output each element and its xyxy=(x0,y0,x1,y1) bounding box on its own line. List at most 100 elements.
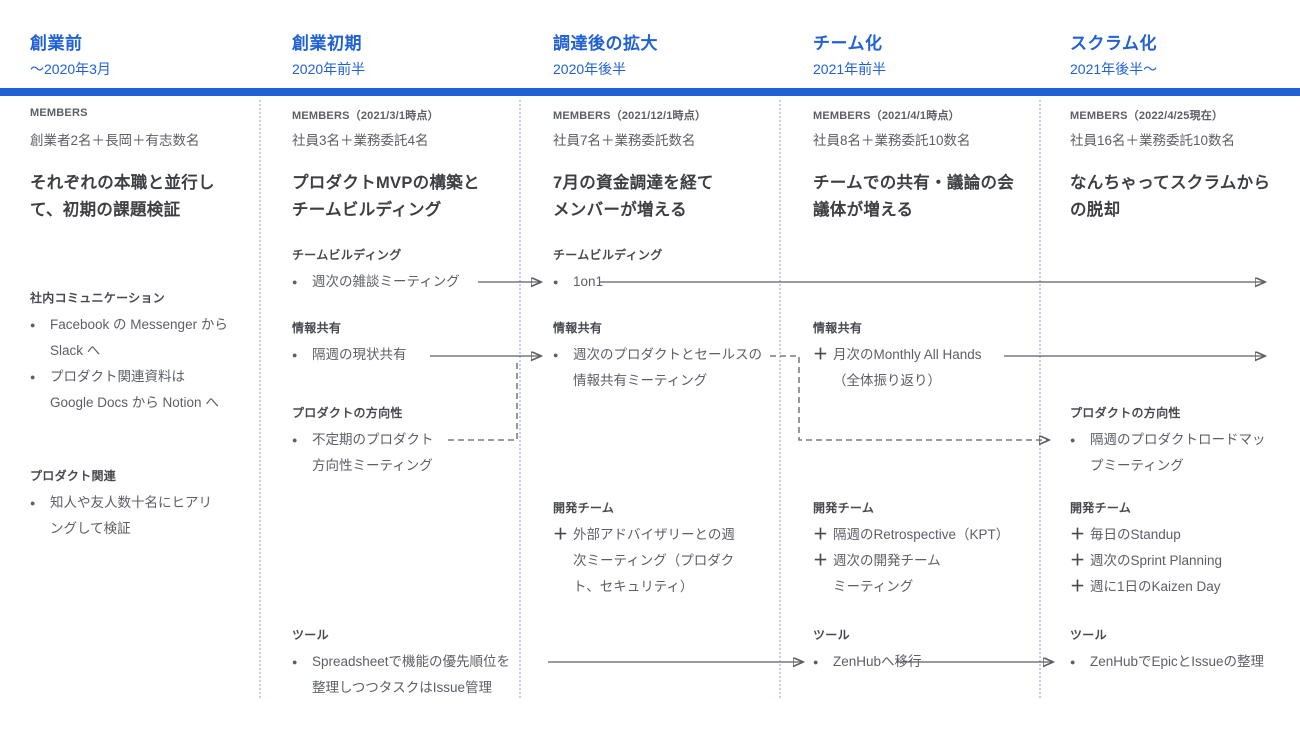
plus-icon: ＋ xyxy=(1070,526,1086,543)
section-communication: 社内コミュニケーション●Facebook の Messenger から Slac… xyxy=(30,290,280,416)
list-item: ● 隔週のプロダクトロードマッ プミーティング xyxy=(1070,427,1300,479)
phase-period: 2021年後半〜 xyxy=(1070,61,1158,77)
bullet-icon: ● xyxy=(292,657,298,667)
item-text: ZenHubへ移行 xyxy=(833,654,922,669)
section-dev-team: 開発チーム ＋ 隔週のRetrospective（KPT） ＋週次の開発チーム ミーテ… xyxy=(813,500,1063,600)
section-dev-team: 開発チーム ＋外部アドバイザリーとの週 次ミーティング（プロダク ト、セキュリティ… xyxy=(553,500,803,600)
bullet-icon: ● xyxy=(30,498,36,508)
phase-column: スクラム化 2021年後半〜 MEMBERS（2022/4/25現在） 社員16名＋業… xyxy=(1070,0,1300,731)
members-value: 社員16名＋業務委託10数名 xyxy=(1070,133,1236,148)
column-divider xyxy=(519,100,521,698)
plus-icon: ＋ xyxy=(813,552,829,569)
section-product-direction: プロダクトの方向性 ●不定期のプロダクト 方向性ミーティング xyxy=(292,405,542,479)
phase-title: スクラム化 xyxy=(1070,34,1157,53)
list-item: ＋週次の開発チーム ミーティング xyxy=(813,548,1063,600)
item-text: Facebook の Messenger から Slack へ xyxy=(50,317,228,358)
section-label: 情報共有 xyxy=(553,321,603,335)
members-value: 創業者2名＋長岡＋有志数名 xyxy=(30,133,200,148)
bullet-icon: ● xyxy=(813,657,819,667)
phase-title: 創業前 xyxy=(30,34,83,53)
list-item: ＋ 隔週のRetrospective（KPT） xyxy=(813,522,1063,548)
list-item: ＋月次のMonthly All Hands （全体振り返り） xyxy=(813,342,1063,394)
item-text: 月次のMonthly All Hands （全体振り返り） xyxy=(833,347,982,388)
bullet-icon: ● xyxy=(30,320,36,330)
bullet-icon: ● xyxy=(1070,435,1076,445)
list-item: ＋ 週次のSprint Planning xyxy=(1070,548,1300,574)
phase-title: 創業初期 xyxy=(292,34,362,53)
phase-column: チーム化 2021年前半 MEMBERS（2021/4/1時点） 社員8名＋業務委託1… xyxy=(813,0,1063,731)
list-item: ● Spreadsheetで機能の優先順位を 整理しつつタスクはIssue管理 xyxy=(292,649,542,701)
section-info-sharing: 情報共有 ●隔週の現状共有 xyxy=(292,320,542,368)
members-value: 社員7名＋業務委託数名 xyxy=(553,133,696,148)
bullet-icon: ● xyxy=(30,372,36,382)
bullet-icon: ● xyxy=(553,277,559,287)
section-label: ツール xyxy=(292,628,329,642)
section-label: 開発チーム xyxy=(553,501,615,515)
item-text: 週次のSprint Planning xyxy=(1090,553,1223,568)
section-label: プロダクト関連 xyxy=(30,469,117,483)
bullet-icon: ● xyxy=(1070,657,1076,667)
item-text: 毎日のStandup xyxy=(1090,527,1181,542)
list-item: ●隔週の現状共有 xyxy=(292,342,542,368)
list-item: ● Facebook の Messenger から Slack へ xyxy=(30,312,280,364)
bullet-icon: ● xyxy=(292,435,298,445)
item-text: ZenHubでEpicとIssueの整理 xyxy=(1090,654,1265,669)
item-text: 週次の開発チーム ミーティング xyxy=(833,553,941,594)
list-item: ● 週次のプロダクトとセールスの 情報共有ミーティング xyxy=(553,342,803,394)
members-label: MEMBERS（2022/4/25現在） xyxy=(1070,110,1224,122)
members-value: 社員8名＋業務委託10数名 xyxy=(813,133,971,148)
section-tools: ツール ● Spreadsheetで機能の優先順位を 整理しつつタスクはIssue管… xyxy=(292,627,542,701)
item-text: 週次のプロダクトとセールスの 情報共有ミーティング xyxy=(573,347,762,388)
item-text: 隔週のRetrospective（KPT） xyxy=(833,527,1010,542)
list-item: ＋ 週に1日のKaizen Day xyxy=(1070,574,1300,600)
plus-icon: ＋ xyxy=(813,346,829,363)
list-item: ＋外部アドバイザリーとの週 次ミーティング（プロダク ト、セキュリティ） xyxy=(553,522,803,600)
plus-icon: ＋ xyxy=(1070,552,1086,569)
column-divider xyxy=(259,100,261,698)
item-text: 隔週のプロダクトロードマッ プミーティング xyxy=(1090,432,1266,473)
item-text: 外部アドバイザリーとの週 次ミーティング（プロダク ト、セキュリティ） xyxy=(573,527,735,594)
phase-period: 2020年前半 xyxy=(292,61,366,77)
section-product-direction: プロダクトの方向性 ● 隔週のプロダクトロードマッ プミーティング xyxy=(1070,405,1300,479)
section-label: 情報共有 xyxy=(813,321,863,335)
item-text: 知人や友人数十名にヒアリ ングして検証 xyxy=(50,495,212,536)
plus-icon: ＋ xyxy=(1070,578,1086,595)
section-dev-team: 開発チーム ＋ 毎日のStandup ＋ 週次のSprint Planning ＋ 週に1日… xyxy=(1070,500,1300,600)
members-label: MEMBERS（2021/4/1時点） xyxy=(813,110,960,122)
phase-title: 調達後の拡大 xyxy=(553,34,658,53)
section-label: プロダクトの方向性 xyxy=(292,406,403,420)
section-label: プロダクトの方向性 xyxy=(1070,406,1181,420)
phase-period: 2020年後半 xyxy=(553,61,627,77)
item-text: Spreadsheetで機能の優先順位を 整理しつつタスクはIssue管理 xyxy=(312,654,511,695)
phase-headline: 7月の資金調達を経て メンバーが増える xyxy=(553,174,714,219)
bullet-icon: ● xyxy=(292,277,298,287)
section-info-sharing: 情報共有 ● 週次のプロダクトとセールスの 情報共有ミーティング xyxy=(553,320,803,394)
phase-headline: それぞれの本職と並行し て、初期の課題検証 xyxy=(30,174,215,219)
members-label: MEMBERS（2021/3/1時点） xyxy=(292,110,439,122)
section-label: 開発チーム xyxy=(1070,501,1132,515)
list-item: ●不定期のプロダクト 方向性ミーティング xyxy=(292,427,542,479)
list-item: ● 知人や友人数十名にヒアリ ングして検証 xyxy=(30,490,280,542)
plus-icon: ＋ xyxy=(813,526,829,543)
phase-headline: なんちゃってスクラムから の脱却 xyxy=(1070,174,1271,219)
phase-period: 2021年前半 xyxy=(813,61,887,77)
phase-headline: チームでの共有・議論の会 議体が増える xyxy=(813,174,1015,219)
bullet-icon: ● xyxy=(553,350,559,360)
list-item: ● ZenHubでEpicとIssueの整理 xyxy=(1070,649,1300,675)
section-label: 情報共有 xyxy=(292,321,342,335)
phase-headline: プロダクトMVPの構築と チームビルディング xyxy=(292,174,480,219)
section-tools: ツール●ZenHubへ移行 xyxy=(813,627,1063,675)
list-item: ●1on1 xyxy=(553,269,803,295)
section-team-building: チームビルディング ●1on1 xyxy=(553,247,803,295)
item-text: プロダクト関連資料は Google Docs から Notion へ xyxy=(50,369,219,410)
phase-title: チーム化 xyxy=(813,34,883,53)
section-label: チームビルディング xyxy=(553,248,663,262)
section-label: 開発チーム xyxy=(813,501,875,515)
list-item: ● 週次の雑談ミーティング xyxy=(292,269,542,295)
members-label: MEMBERS（2021/12/1時点） xyxy=(553,110,707,122)
item-text: 週に1日のKaizen Day xyxy=(1090,579,1221,594)
item-text: 週次の雑談ミーティング xyxy=(312,274,460,289)
